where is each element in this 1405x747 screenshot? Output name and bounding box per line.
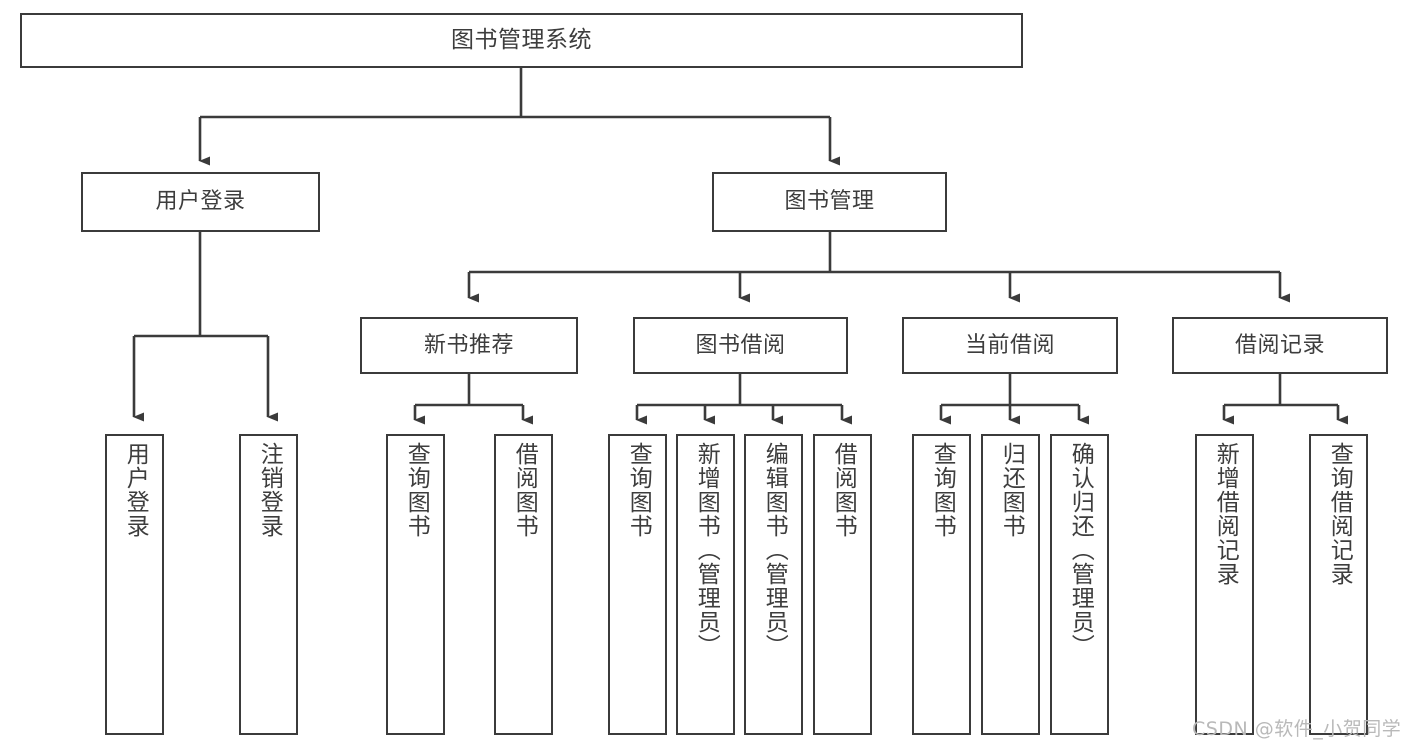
leaf-br-query-record[interactable]: 查询借阅记录 <box>1309 434 1368 735</box>
leaf-cb-query-book[interactable]: 查询图书 <box>912 434 971 735</box>
node-current-borrow[interactable]: 当前借阅 <box>902 317 1118 374</box>
leaf-nb-query-book[interactable]: 查询图书 <box>386 434 445 735</box>
leaf-br-add-record[interactable]: 新增借阅记录 <box>1195 434 1254 735</box>
leaf-cb-confirm-return-admin[interactable]: 确认归还（管理员） <box>1050 434 1109 735</box>
leaf-nb-borrow-book-label: 借阅图书 <box>511 442 538 538</box>
leaf-bb-query-book-label: 查询图书 <box>625 442 652 538</box>
node-root-system-label: 图书管理系统 <box>451 27 592 54</box>
leaf-user-login[interactable]: 用户登录 <box>105 434 164 735</box>
node-book-borrow-label: 图书借阅 <box>695 332 786 358</box>
node-borrow-record-label: 借阅记录 <box>1234 332 1325 358</box>
node-user-login[interactable]: 用户登录 <box>81 172 320 232</box>
node-root-system[interactable]: 图书管理系统 <box>20 13 1023 68</box>
leaf-br-query-record-label: 查询借阅记录 <box>1326 442 1353 586</box>
node-borrow-record[interactable]: 借阅记录 <box>1172 317 1388 374</box>
node-user-login-label: 用户登录 <box>155 189 246 215</box>
leaf-logout[interactable]: 注销登录 <box>239 434 298 735</box>
leaf-cb-return-book-label: 归还图书 <box>998 442 1025 538</box>
leaf-bb-borrow-book[interactable]: 借阅图书 <box>813 434 872 735</box>
csdn-watermark: CSDN @软件_小贺同学 <box>1192 714 1401 741</box>
leaf-bb-add-book-admin-label: 新增图书（管理员） <box>693 442 720 658</box>
leaf-nb-borrow-book[interactable]: 借阅图书 <box>494 434 553 735</box>
leaf-cb-return-book[interactable]: 归还图书 <box>981 434 1040 735</box>
node-book-borrow[interactable]: 图书借阅 <box>633 317 848 374</box>
leaf-cb-query-book-label: 查询图书 <box>929 442 956 538</box>
leaf-bb-edit-book-admin[interactable]: 编辑图书（管理员） <box>744 434 803 735</box>
leaf-bb-add-book-admin[interactable]: 新增图书（管理员） <box>676 434 735 735</box>
leaf-user-login-label: 用户登录 <box>122 442 149 538</box>
leaf-logout-label: 注销登录 <box>256 442 283 538</box>
node-new-book-recommend-label: 新书推荐 <box>423 332 514 358</box>
leaf-br-add-record-label: 新增借阅记录 <box>1212 442 1239 586</box>
node-current-borrow-label: 当前借阅 <box>964 332 1055 358</box>
csdn-watermark-text: CSDN @软件_小贺同学 <box>1192 718 1402 740</box>
node-new-book-recommend[interactable]: 新书推荐 <box>360 317 578 374</box>
leaf-cb-confirm-return-admin-label: 确认归还（管理员） <box>1067 442 1094 658</box>
leaf-bb-edit-book-admin-label: 编辑图书（管理员） <box>761 442 788 658</box>
leaf-nb-query-book-label: 查询图书 <box>403 442 430 538</box>
leaf-bb-borrow-book-label: 借阅图书 <box>830 442 857 538</box>
node-book-manage[interactable]: 图书管理 <box>712 172 947 232</box>
node-book-manage-label: 图书管理 <box>784 189 875 215</box>
leaf-bb-query-book[interactable]: 查询图书 <box>608 434 667 735</box>
